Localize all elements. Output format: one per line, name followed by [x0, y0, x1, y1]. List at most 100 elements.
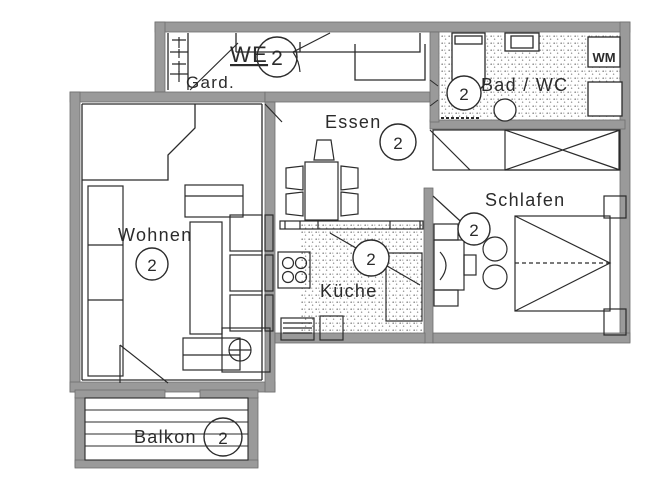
stove-unit	[277, 251, 311, 289]
wall-left-outer	[69, 91, 81, 393]
fridge	[385, 252, 423, 322]
entry-door-leaf	[292, 32, 331, 53]
unit-marker-kueche	[352, 239, 390, 277]
entry-door	[189, 32, 331, 91]
wall-balkon-right	[247, 396, 259, 468]
wall-corridor-bottom-left	[69, 91, 266, 103]
wohnen-door	[119, 103, 283, 384]
wall-kitchen-bottom	[274, 332, 426, 344]
wohnen-door-leaf	[264, 103, 283, 123]
bedroom-desk	[433, 239, 465, 291]
bedroom-stool-2	[482, 264, 508, 290]
wall-balkon-bottom	[74, 459, 259, 469]
wohnen-armchair-2	[229, 254, 263, 292]
kitchen-base-cabinet	[319, 315, 344, 341]
unit-marker-wohnen	[135, 247, 169, 281]
toilet	[493, 98, 517, 122]
unit-number-essen: 2	[393, 134, 402, 153]
wall-kitchen-schlafen	[423, 187, 434, 344]
wall-gard-left	[154, 21, 166, 93]
unit-number-wohnen: 2	[147, 256, 156, 275]
label-wohnen: Wohnen	[118, 225, 193, 245]
wall-structure	[69, 21, 631, 469]
unit-number-we: 2	[271, 47, 283, 70]
wohnen-armrest-2	[264, 254, 274, 292]
label-bad-wc: Bad / WC	[481, 75, 568, 95]
wohnen-armrest-1	[264, 214, 274, 252]
wall-bad-left	[429, 31, 440, 123]
wohnen-furniture	[87, 184, 274, 377]
wohnen-cabinet-top	[184, 184, 244, 218]
gard-door-leaf	[189, 42, 239, 91]
unit-number-bad: 2	[459, 85, 468, 104]
wall-top-outer	[154, 21, 631, 33]
label-we: WE	[230, 42, 268, 67]
wohnen-round-table-box	[221, 327, 271, 373]
unit-marker-bad	[446, 75, 482, 111]
label-kueche: Küche	[320, 281, 378, 301]
bedroom-chair-back	[463, 254, 477, 276]
wohnen-armrest-3	[264, 294, 274, 332]
dining-chair-top	[313, 139, 335, 161]
bathtub-head	[454, 35, 483, 45]
wardrobe	[432, 129, 620, 171]
wardrobe-right	[504, 129, 621, 171]
sink-drainer	[280, 317, 315, 341]
corridor-niche	[299, 33, 421, 53]
wall-balkon-top-left	[74, 389, 166, 399]
unit-number-schlafen: 2	[469, 221, 478, 240]
wall-balkon-top-right	[199, 389, 259, 399]
label-washing-machine: WM	[592, 50, 615, 65]
essen-furniture	[285, 139, 359, 221]
wohnen-shelf-unit	[87, 185, 124, 377]
bedroom-shelf-top	[433, 223, 459, 241]
entry-door-arc	[292, 51, 301, 73]
room-labels: Gard. WE 2 Wohnen 2 Essen 2 Küche 2 Bad …	[118, 36, 616, 457]
dining-table	[304, 161, 339, 221]
washbasin-bowl	[510, 35, 534, 49]
bedroom-chair	[439, 251, 447, 281]
bedroom-shelf-bottom	[433, 289, 459, 307]
wall-bad-bottom	[429, 119, 626, 130]
kitchen-counter-divider	[279, 220, 424, 286]
dining-chair-left-1	[285, 165, 304, 191]
label-essen: Essen	[325, 112, 382, 132]
wall-right-outer	[619, 21, 631, 343]
label-schlafen: Schlafen	[485, 190, 565, 210]
bad-door-leaf	[429, 129, 471, 171]
nightstand-bottom	[603, 308, 627, 336]
washing-machine-box	[587, 36, 621, 68]
unit-number-kueche: 2	[366, 250, 375, 269]
balkon-door-leaf	[119, 344, 169, 384]
label-balkon: Balkon	[134, 427, 197, 447]
dining-chair-right-2	[340, 191, 359, 217]
unit-marker-essen	[379, 123, 417, 161]
balkon-slats	[84, 397, 249, 461]
unit-marker-balkon	[203, 417, 243, 457]
nightstand-top	[603, 195, 627, 219]
wohnen-niche	[82, 104, 196, 181]
unit-marker-schlafen	[457, 212, 491, 246]
burner-2	[294, 256, 308, 270]
wohnen-sofa	[189, 221, 223, 335]
wall-schlafen-bottom	[432, 332, 631, 344]
wall-corridor-bottom-right	[264, 91, 431, 103]
burner-4	[294, 270, 308, 284]
bad-door-swing	[429, 129, 471, 171]
unit-number-balkon: 2	[218, 429, 227, 448]
dining-chair-right-1	[340, 165, 359, 191]
wohnen-armchair-1	[229, 214, 263, 252]
kueche-fixtures	[277, 251, 423, 341]
unit-marker-we	[256, 36, 298, 78]
label-gard: Gard.	[186, 73, 235, 92]
corridor-closet	[354, 44, 426, 81]
wardrobe-x	[504, 129, 621, 171]
burner-3	[281, 270, 295, 284]
dining-chair-left-2	[285, 191, 304, 217]
counter-bar	[279, 220, 424, 230]
coat-rail-icon	[170, 37, 188, 82]
wohnen-armchair-3	[229, 294, 263, 332]
bedroom-stool-1	[482, 236, 508, 262]
